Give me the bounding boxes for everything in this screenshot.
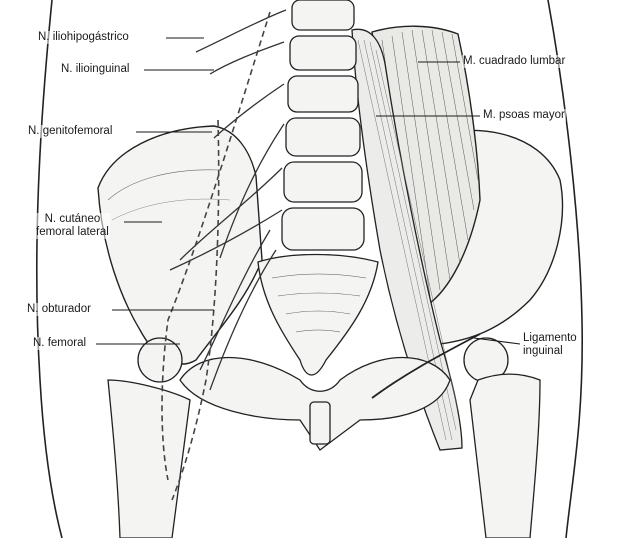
label-m-cuadrado-lumbar: M. cuadrado lumbar [462,55,566,68]
label-n-obturador: N. obturador [26,303,92,316]
label-n-genitofemoral: N. genitofemoral [27,125,113,138]
label-n-iliohipogastrico: N. iliohipogástrico [37,31,130,44]
label-n-ilioinguinal: N. ilioinguinal [60,63,130,76]
lumbar-spine [282,0,364,250]
label-ligamento-line2: inguinal [523,345,577,358]
label-ligamento-inguinal: Ligamento inguinal [522,332,578,358]
label-m-psoas-mayor: M. psoas mayor [482,109,566,122]
label-cutaneo-line2: femoral lateral [36,226,109,239]
label-ligamento-line1: Ligamento [523,332,577,345]
left-iliac-wing [98,126,262,364]
label-n-cutaneo-femoral-lateral: N. cutáneo femoral lateral [35,213,110,239]
sacrum [258,255,378,376]
label-n-femoral: N. femoral [32,337,87,350]
label-cutaneo-line1: N. cutáneo [36,213,109,226]
